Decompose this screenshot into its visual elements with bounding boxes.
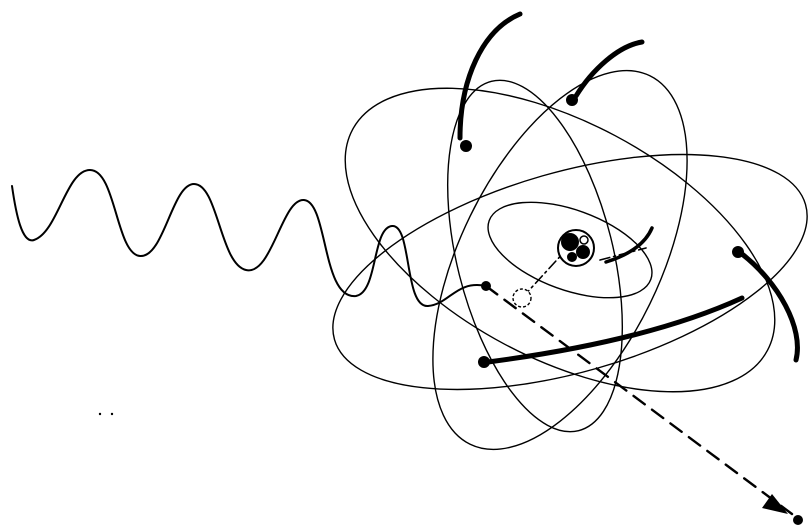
electron-dot <box>481 281 491 291</box>
electron-dot <box>566 94 578 106</box>
orbit-tilted-left <box>307 108 808 435</box>
ejected-electron-icon <box>793 515 803 525</box>
electron-dot <box>732 246 744 258</box>
trajectory-arrowhead-icon <box>762 494 788 514</box>
nucleus-connector-line-2 <box>600 248 646 260</box>
orbit-arc-bold-top-right <box>576 42 642 96</box>
orbit-tall <box>380 32 739 488</box>
incoming-photon-wave <box>12 170 486 306</box>
orbit-tilted-right <box>297 25 808 454</box>
electron-dot <box>460 140 472 152</box>
scan-speckles <box>99 413 113 415</box>
orbit-arc-bold-top-left <box>460 14 520 138</box>
atomic-nucleus-icon <box>558 230 594 266</box>
orbit-arc-bold-bottom <box>488 298 742 362</box>
electron-vacancy-icon <box>513 289 531 307</box>
electron-dot <box>478 356 490 368</box>
ejected-electron-trajectory <box>486 286 792 514</box>
